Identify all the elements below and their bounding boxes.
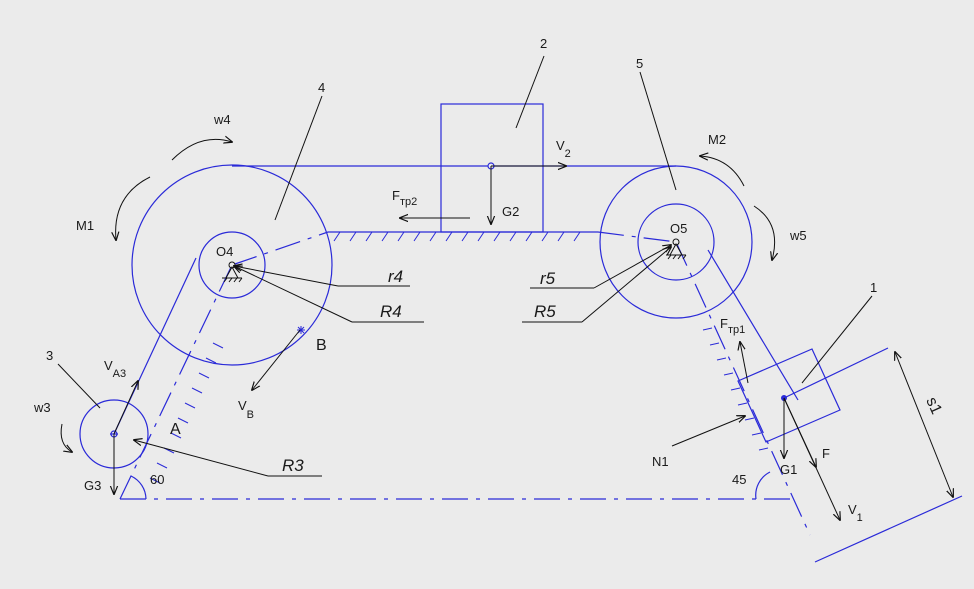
wheel-5 <box>599 165 753 319</box>
label-part-3: 3 <box>46 348 53 363</box>
label-R5: R5 <box>534 302 556 321</box>
label-VB: VB <box>238 398 254 421</box>
label-Ftp2: Fтр2 <box>392 188 417 208</box>
label-part-2: 2 <box>540 36 547 51</box>
label-s1: s1 <box>922 395 944 417</box>
s1-dimension <box>783 347 963 563</box>
rotation-arcs <box>60 139 775 452</box>
label-F: F <box>822 446 830 461</box>
label-w5: w5 <box>789 228 807 243</box>
label-O4: O4 <box>216 244 233 259</box>
point-B-marker <box>297 326 305 334</box>
label-G2: G2 <box>502 204 519 219</box>
label-Ftp1: Fтр1 <box>720 316 745 336</box>
label-part-4: 4 <box>318 80 325 95</box>
label-angle-45: 45 <box>732 472 746 487</box>
leader-lines <box>57 55 873 447</box>
label-part-1: 1 <box>870 280 877 295</box>
radius-leaders <box>134 245 671 477</box>
label-r4: r4 <box>388 267 403 286</box>
label-w4: w4 <box>213 112 231 127</box>
right-incline <box>675 241 811 536</box>
label-point-B: B <box>316 337 327 354</box>
label-G3: G3 <box>84 478 101 493</box>
label-R3: R3 <box>282 456 304 475</box>
label-angle-60: 60 <box>150 472 164 487</box>
label-VA3: VA3 <box>104 358 126 380</box>
label-N1: N1 <box>652 454 669 469</box>
label-w3: w3 <box>33 400 51 415</box>
wheel-4 <box>131 164 333 366</box>
label-R4: R4 <box>380 302 402 321</box>
label-M1: M1 <box>76 218 94 233</box>
top-surface <box>231 231 677 266</box>
block-2 <box>440 103 544 233</box>
label-V1: V1 <box>848 502 863 524</box>
angle-arcs <box>130 471 771 500</box>
label-G1: G1 <box>780 462 797 477</box>
label-M2: M2 <box>708 132 726 147</box>
label-V2: V2 <box>556 138 571 160</box>
vectors <box>114 166 840 520</box>
label-point-A: A <box>170 421 181 438</box>
pivot-O5 <box>666 238 687 260</box>
label-part-5: 5 <box>636 56 643 71</box>
label-r5: r5 <box>540 269 556 288</box>
label-O5: O5 <box>670 221 687 236</box>
